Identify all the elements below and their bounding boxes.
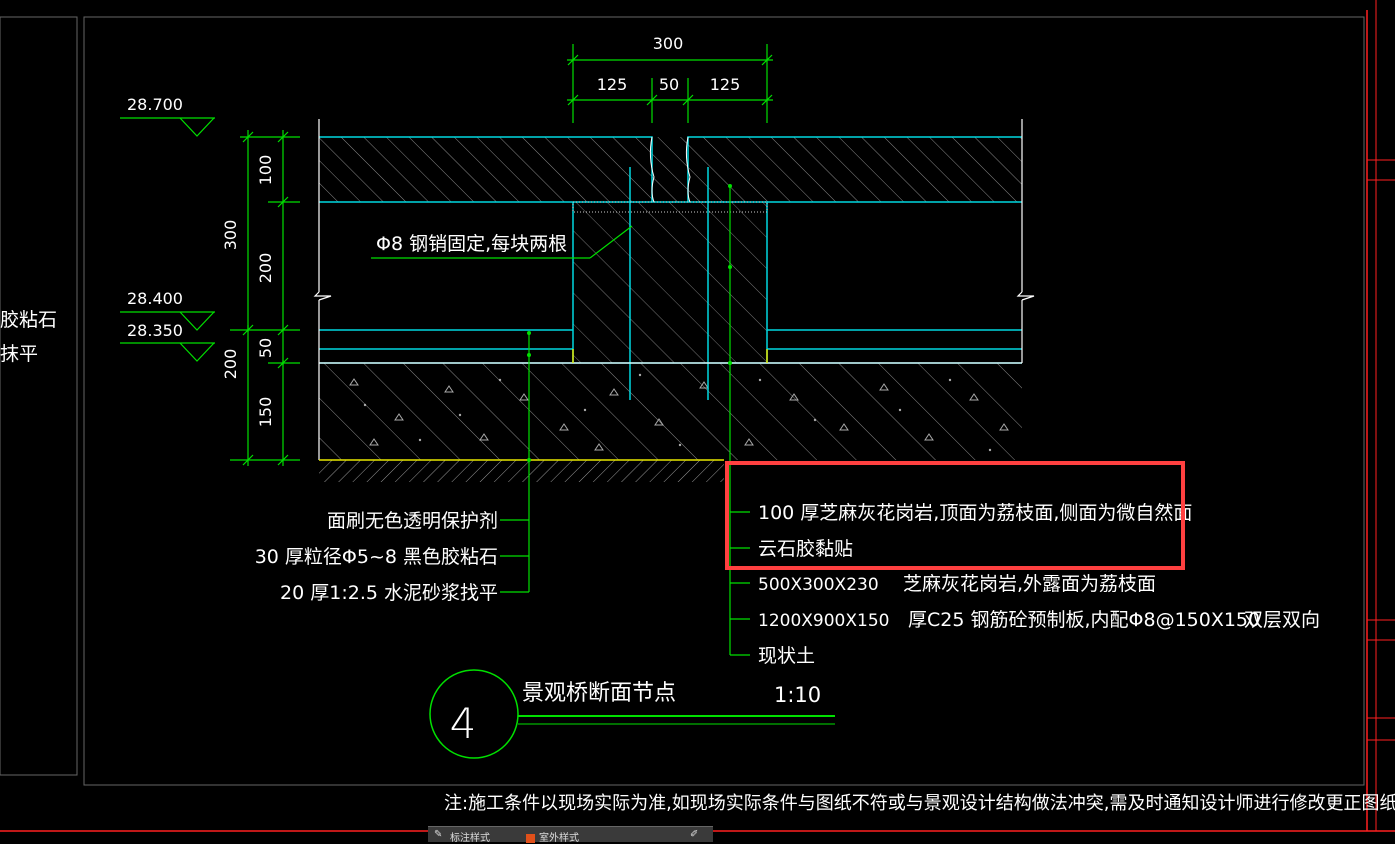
right-notes-leader — [729, 186, 750, 656]
elevation-28-350: 28.350 — [127, 321, 183, 340]
dim-300: 300 — [221, 220, 240, 251]
title-name: 景观桥断面节点 — [522, 681, 676, 706]
brush-icon[interactable]: ✐ — [690, 829, 699, 840]
soil-hatch — [319, 460, 724, 482]
dim-50-mid: 50 — [659, 75, 679, 94]
right-note-3a: 500X300X230 — [758, 575, 879, 595]
glue-layer — [572, 201, 768, 213]
left-dimension-lines — [230, 130, 300, 466]
dim-100: 100 — [256, 155, 275, 186]
right-leader-dot-1 — [728, 184, 732, 188]
left-notes-leader — [500, 333, 530, 593]
left-note-1: 面刷无色透明保护剂 — [327, 510, 498, 532]
right-note-4c: 双层双向 — [1244, 609, 1320, 631]
title-block-ticks — [1367, 159, 1395, 741]
title-number: 4 — [450, 699, 477, 748]
left-viewport-frame — [0, 16, 78, 776]
left-note-3: 20 厚1:2.5 水泥砂浆找平 — [280, 582, 498, 604]
layer-color-swatch — [526, 833, 535, 843]
elevation-28-700: 28.700 — [127, 95, 183, 114]
granite-slab-hatch — [319, 137, 1022, 202]
layer-label: 室外样式 — [539, 833, 579, 844]
right-note-2: 云石胶黏贴 — [758, 538, 853, 560]
left-leader-dot-2 — [527, 353, 531, 357]
left-leader-dot-1 — [527, 331, 531, 335]
highlight-box — [725, 461, 1185, 570]
left-panel-text-1: 胶粘石 — [0, 309, 57, 331]
pin-note-leader — [371, 225, 633, 259]
footer-note: 注:施工条件以现场实际为准,如现场实际条件与图纸不符或与景观设计结构做法冲突,需… — [444, 793, 1395, 814]
dim-125-left: 125 — [597, 75, 628, 94]
left-panel-text-2: 抹平 — [0, 343, 38, 365]
pin-note: Φ8 钢销固定,每块两根 — [376, 233, 567, 255]
section-edges — [313, 119, 1035, 460]
slab-aggregate — [349, 378, 1009, 451]
slab-aggregate-dots — [363, 373, 992, 452]
dim-200b: 200 — [221, 349, 240, 380]
right-note-1: 100 厚芝麻灰花岗岩,顶面为荔枝面,侧面为微自然面 — [758, 502, 1192, 524]
dim-200: 200 — [256, 253, 275, 284]
left-leader-dot-3 — [527, 458, 531, 462]
title-scale: 1:10 — [774, 683, 821, 707]
joint-left — [649, 136, 655, 203]
main-viewport-frame — [83, 16, 1365, 786]
left-note-2: 30 厚粒径Φ5~8 黑色胶粘石 — [255, 546, 498, 568]
elevation-28-400: 28.400 — [127, 289, 183, 308]
elevation-marks — [120, 117, 215, 362]
dim-125-right: 125 — [710, 75, 741, 94]
joint-right — [685, 136, 691, 203]
right-note-4b: 厚C25 钢筋砼预制板,内配Φ8@150X150 — [908, 609, 1260, 631]
right-note-3b: 芝麻灰花岗岩,外露面为荔枝面 — [903, 573, 1156, 595]
precast-slab-hatch — [319, 363, 1022, 460]
right-leader-dot-3 — [728, 361, 732, 365]
title-circle — [429, 669, 519, 759]
dim-style-label[interactable]: 标注样式 — [450, 833, 490, 844]
dim-total-300: 300 — [653, 34, 684, 53]
right-note-4a: 1200X900X150 — [758, 611, 889, 631]
top-dimension-lines — [567, 44, 773, 123]
dim-150: 150 — [256, 397, 275, 428]
bottom-status-bar: ✎ 标注样式 室外样式 ✐ — [428, 826, 713, 844]
right-note-5: 现状土 — [758, 645, 815, 667]
right-leader-dot-2 — [728, 265, 732, 269]
layer-selector[interactable]: 室外样式 — [526, 829, 579, 844]
style-icon[interactable]: ✎ — [434, 829, 443, 840]
granite-block-hatch — [573, 202, 767, 363]
dim-50: 50 — [256, 338, 275, 358]
yellow-lines — [319, 349, 768, 461]
